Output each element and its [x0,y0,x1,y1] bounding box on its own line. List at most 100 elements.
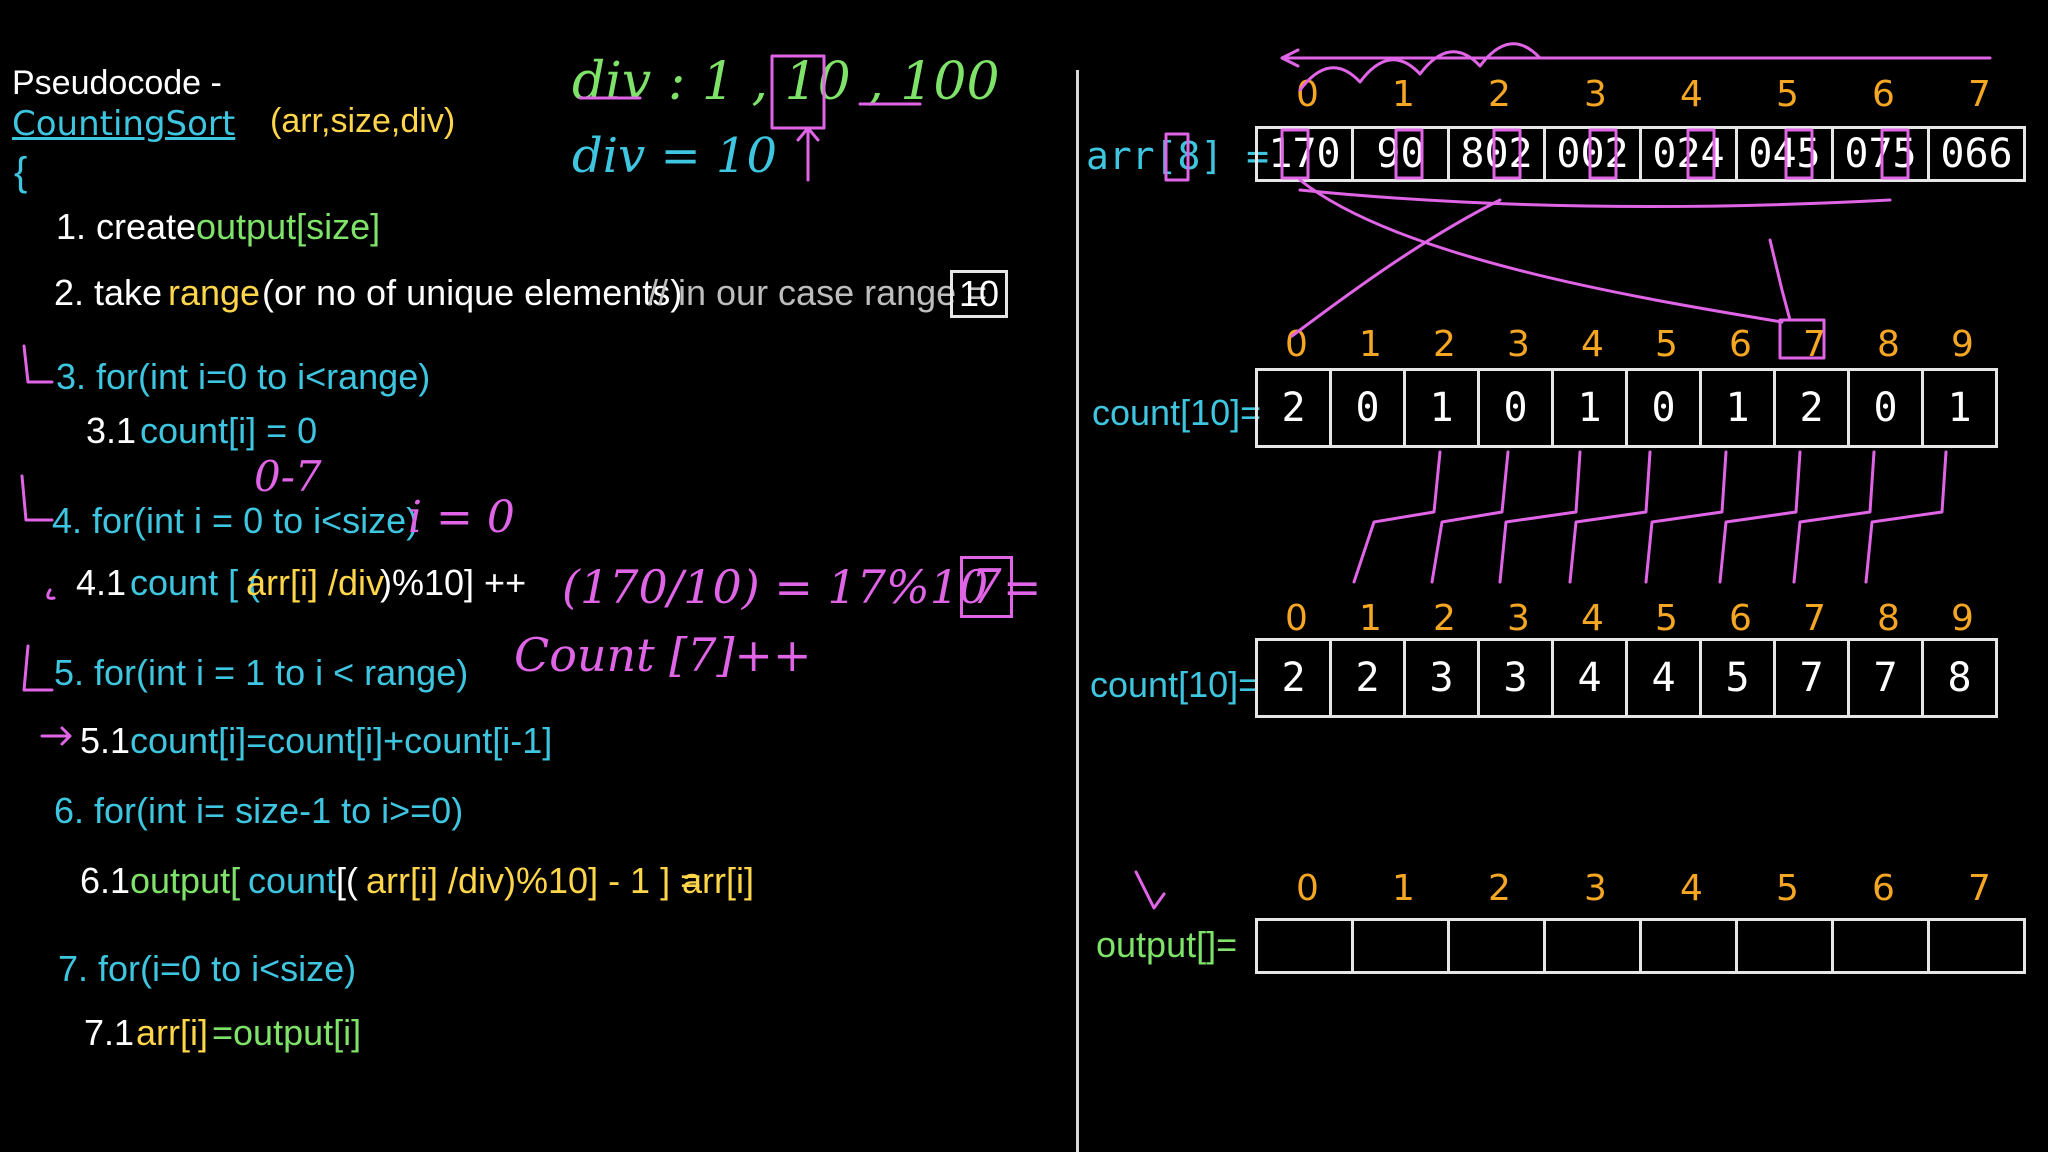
count-cell: 5 [1699,638,1776,718]
count-index: 8 [1877,324,1900,365]
step-5-loop: 5. for(int i = 1 to i < range) [54,652,469,693]
count-index: 9 [1951,324,1974,365]
count-cell: 4 [1551,638,1628,718]
count-index: 3 [1507,324,1530,365]
count-cell: 2 [1255,638,1332,718]
count-cell: 7 [1773,638,1850,718]
count-cell: 2 [1773,368,1850,448]
step-2-range-value: 10 [950,270,1009,318]
arr-cell: 802 [1447,126,1546,182]
arr-cell: 90 [1351,126,1450,182]
count-cell: 1 [1699,368,1776,448]
count-cell: 1 [1551,368,1628,448]
pseudocode-title: Pseudocode - [12,64,222,102]
count-cell: 7 [1847,638,1924,718]
output-cell [1543,918,1642,974]
step-6-1-code-d: arr[i] /div)%10] - 1 ] = [366,860,702,901]
function-name: CountingSort [12,104,236,144]
step-6-loop: 6. for(int i= size-1 to i>=0) [54,790,464,831]
output-index: 1 [1392,868,1415,909]
count-index: 0 [1285,324,1308,365]
output-label: output[]= [1096,924,1238,965]
count-index: 7 [1803,324,1826,365]
step-6-1-code-e: arr[i] [682,860,754,901]
arr-index: 4 [1680,74,1703,115]
arr-index: 5 [1776,74,1799,115]
count-cell: 0 [1329,368,1406,448]
count-cell: 0 [1477,368,1554,448]
count-index: 5 [1655,324,1678,365]
arr-cell: 045 [1735,126,1834,182]
arr-index: 7 [1968,74,1991,115]
output-cell [1831,918,1930,974]
output-index: 3 [1584,868,1607,909]
count-index: 2 [1433,598,1456,639]
i-note: i = 0 [408,492,515,543]
count-label-2: count[10]= [1090,664,1260,705]
step-7-1-label: 7.1 [84,1012,135,1053]
count-increment-note: Count [7]++ [514,628,812,682]
step-2-label: 2. take [54,272,163,313]
step-2-var: range [168,272,261,313]
open-brace: { [14,150,28,194]
count-cell: 0 [1625,368,1702,448]
count-index: 4 [1581,324,1604,365]
count-cell: 3 [1403,638,1480,718]
step-4-1-label: 4.1 [76,562,127,603]
step-5-1-code: count[i]=count[i]+count[i-1] [130,720,553,761]
step-6-1-code-c: [( [336,860,358,901]
count-cell: 2 [1255,368,1332,448]
count-index: 1 [1359,324,1382,365]
count-index: 6 [1729,324,1752,365]
count-cell: 1 [1921,368,1998,448]
step-2-comment: // in our case range = [648,272,988,313]
count-cell: 2 [1329,638,1406,718]
step-7-1-code-a: arr[i] [136,1012,208,1053]
step-1-var: output[size] [196,206,381,247]
step-5-1-label: 5.1 [80,720,131,761]
count-label-1: count[10]= [1092,392,1262,433]
arr-index: 2 [1488,74,1511,115]
arr-cell: 075 [1831,126,1930,182]
arr-index: 6 [1872,74,1895,115]
output-index: 6 [1872,868,1895,909]
output-index: 0 [1296,868,1319,909]
count-index: 2 [1433,324,1456,365]
step-6-1-code-a: output[ [130,860,241,901]
count-index: 0 [1285,598,1308,639]
step-4-1-code-c: )%10] ++ [380,562,527,603]
range-note: 0-7 [254,452,322,501]
count-cell: 0 [1847,368,1924,448]
step-6-1-code-b: count [248,860,337,901]
step-7-loop: 7. for(i=0 to i<size) [58,948,357,989]
output-cell [1351,918,1450,974]
output-index: 4 [1680,868,1703,909]
count-cell: 3 [1477,638,1554,718]
arr-index: 0 [1296,74,1319,115]
count-index: 1 [1359,598,1382,639]
arr-label: arr[8] = [1086,134,1270,178]
output-cell [1447,918,1546,974]
output-index: 7 [1968,868,1991,909]
count-cell: 4 [1625,638,1702,718]
output-cell [1255,918,1354,974]
count-index: 4 [1581,598,1604,639]
step-3-1-code: count[i] = 0 [140,410,318,451]
count-cell: 8 [1921,638,1998,718]
output-cell [1735,918,1834,974]
count-index: 3 [1507,598,1530,639]
function-args: (arr,size,div) [270,102,456,140]
output-cells [1255,918,2026,974]
step-4-1-code-a: count [ ( [130,562,261,603]
step-3-1-label: 3.1 [86,410,137,451]
step-2-rest: (or no of unique elements) [262,272,683,313]
step-7-1-code-b: =output[i] [212,1012,362,1053]
arr-cell: 024 [1639,126,1738,182]
count-index: 9 [1951,598,1974,639]
step-4-loop: 4. for(int i = 0 to i<size) [52,500,419,541]
count-index: 8 [1877,598,1900,639]
count-index: 5 [1655,598,1678,639]
output-index: 2 [1488,868,1511,909]
